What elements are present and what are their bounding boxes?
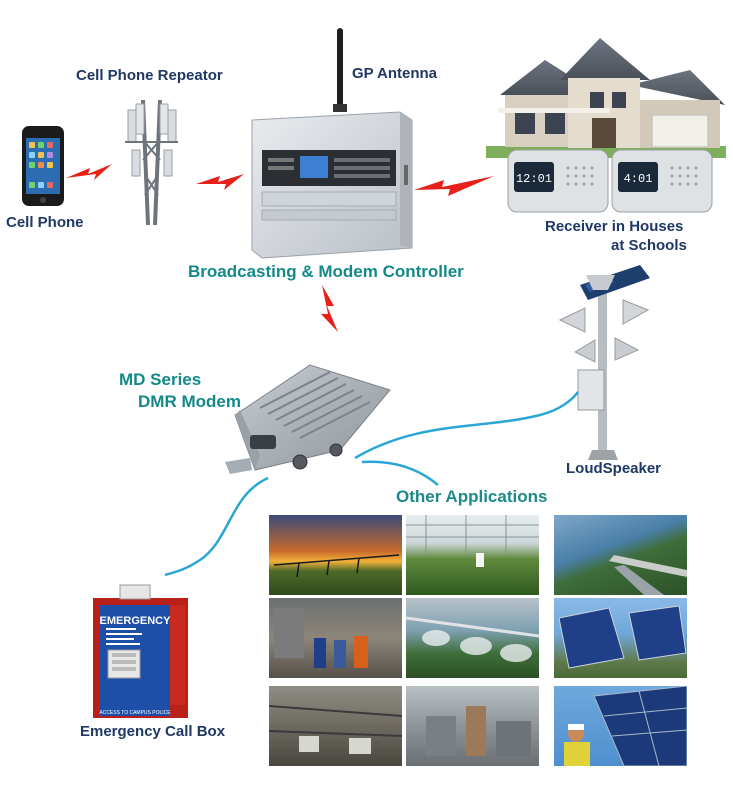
- house-image: [486, 38, 726, 158]
- cell-phone-label: Cell Phone: [6, 214, 84, 231]
- controller-cabinet-image: [252, 112, 412, 258]
- md-modem-image: [225, 365, 390, 474]
- emergency-call-box-image: [93, 585, 188, 718]
- app-tile-irrigation-sprinkler: [406, 598, 539, 678]
- wireless-link-tower-controller: [196, 174, 244, 190]
- cable-modem-callbox: [165, 478, 268, 575]
- receiver-left-clock: 12:01: [516, 172, 552, 186]
- gp-antenna-label: GP Antenna: [352, 65, 437, 82]
- cable-modem-loudspeaker: [355, 392, 578, 458]
- controller-label: Broadcasting & Modem Controller: [188, 262, 464, 282]
- app-tile-assembly-line: [269, 686, 402, 766]
- cable-modem-applications: [362, 462, 438, 485]
- receiver-right-clock: 4:01: [624, 172, 653, 186]
- loudspeaker-image: [560, 265, 650, 460]
- callbox-side-text: EMERGENCY: [215, 621, 225, 679]
- other-applications-label: Other Applications: [396, 487, 547, 507]
- gp-antenna-image: [333, 28, 347, 112]
- loudspeaker-label: LoudSpeaker: [566, 460, 661, 477]
- app-tile-solar-technician: [554, 686, 687, 766]
- app-tile-dam: [554, 515, 687, 595]
- app-tile-solar-panels: [554, 598, 687, 678]
- wireless-link-phone-tower: [66, 164, 112, 180]
- callbox-title: EMERGENCY: [100, 615, 172, 627]
- cell-phone-repeater-label: Cell Phone Repeator: [76, 67, 223, 84]
- md-series-label-line2: DMR Modem: [138, 392, 241, 412]
- emergency-call-box-label: Emergency Call Box: [80, 723, 225, 740]
- cell-phone-image: [22, 126, 64, 206]
- app-tile-industrial-plant: [406, 686, 539, 766]
- app-tile-factory-workers: [269, 598, 402, 678]
- callbox-footer: ACCESS TO CAMPUS POLICE: [99, 710, 171, 716]
- receiver-label-line2: at Schools: [611, 237, 687, 254]
- app-tile-greenhouse: [406, 515, 539, 595]
- wireless-link-controller-modem: [321, 285, 338, 332]
- md-series-label-line1: MD Series: [119, 370, 201, 390]
- wireless-link-controller-receivers: [414, 176, 494, 196]
- receiver-label-line1: Receiver in Houses: [545, 218, 683, 235]
- cell-tower-image: [125, 100, 178, 225]
- app-tile-irrigation-sunset: [269, 515, 402, 595]
